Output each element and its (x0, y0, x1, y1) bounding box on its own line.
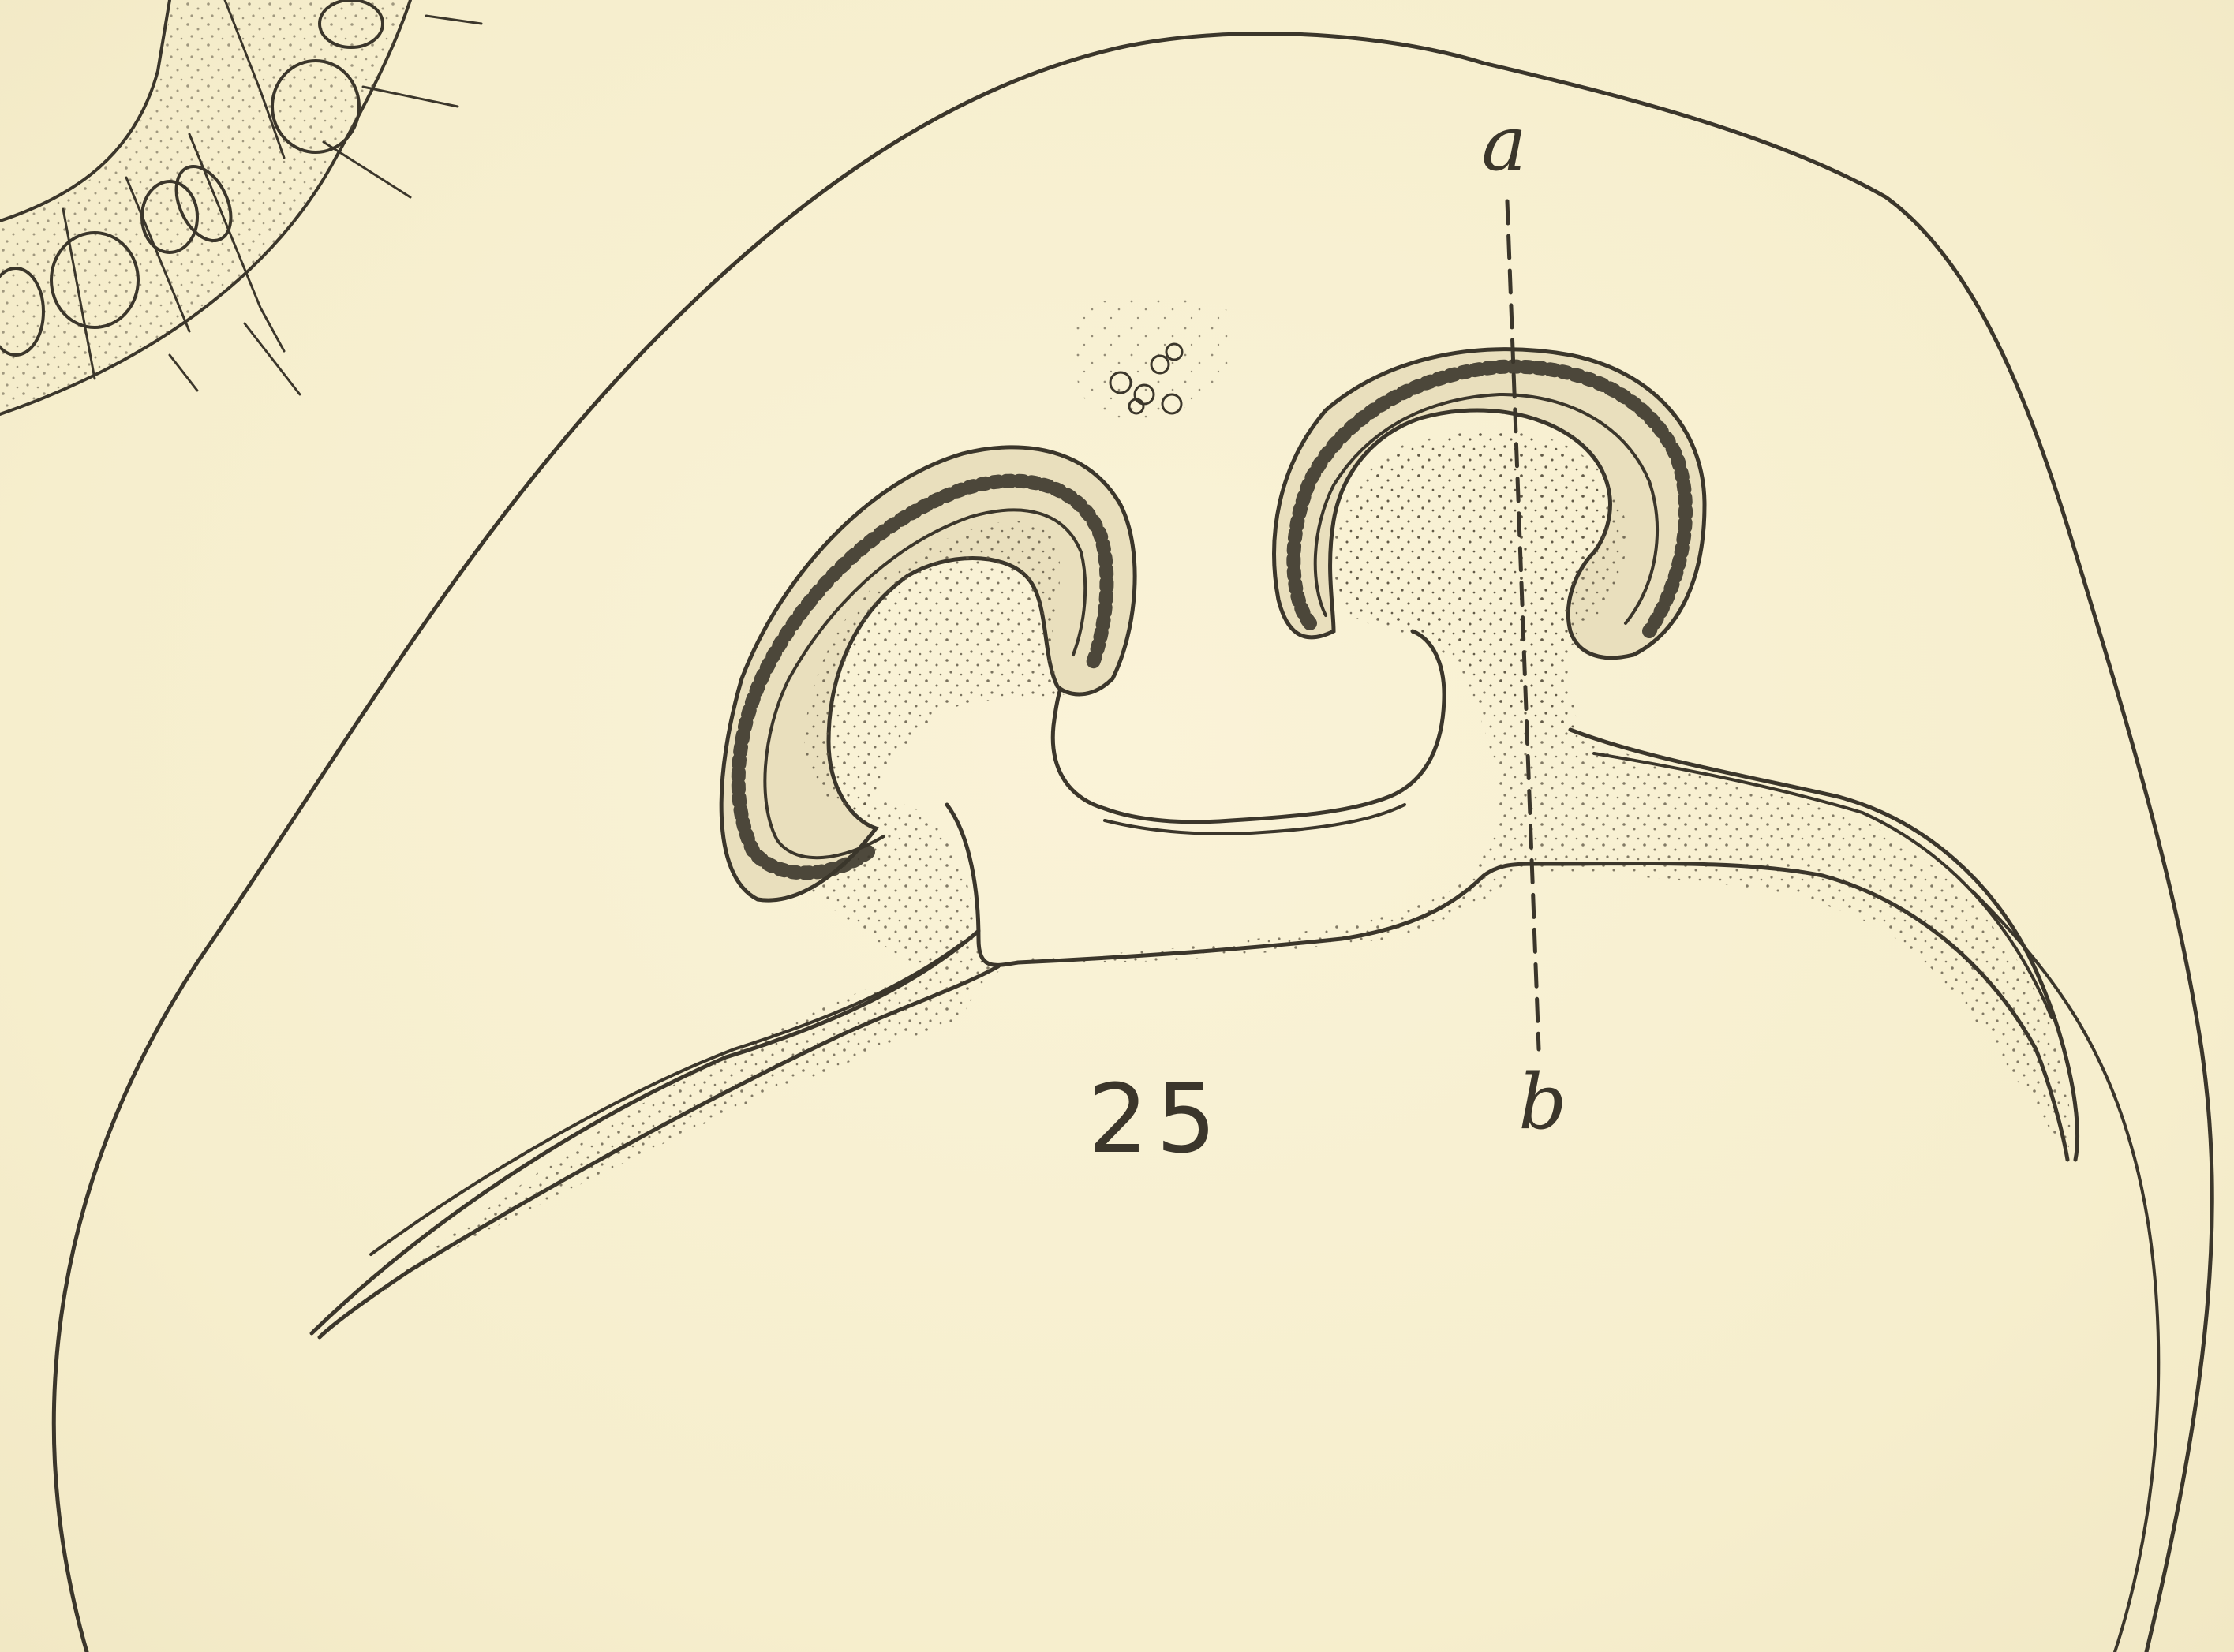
cell-cluster (1067, 297, 1238, 420)
section-label-b: b (1518, 1058, 1566, 1146)
central-stippled-mass (312, 433, 2078, 1341)
section-label-a: a (1481, 99, 1526, 188)
figure-number: 25 (1088, 1065, 1225, 1175)
adjacent-cell-ring (0, 0, 481, 414)
